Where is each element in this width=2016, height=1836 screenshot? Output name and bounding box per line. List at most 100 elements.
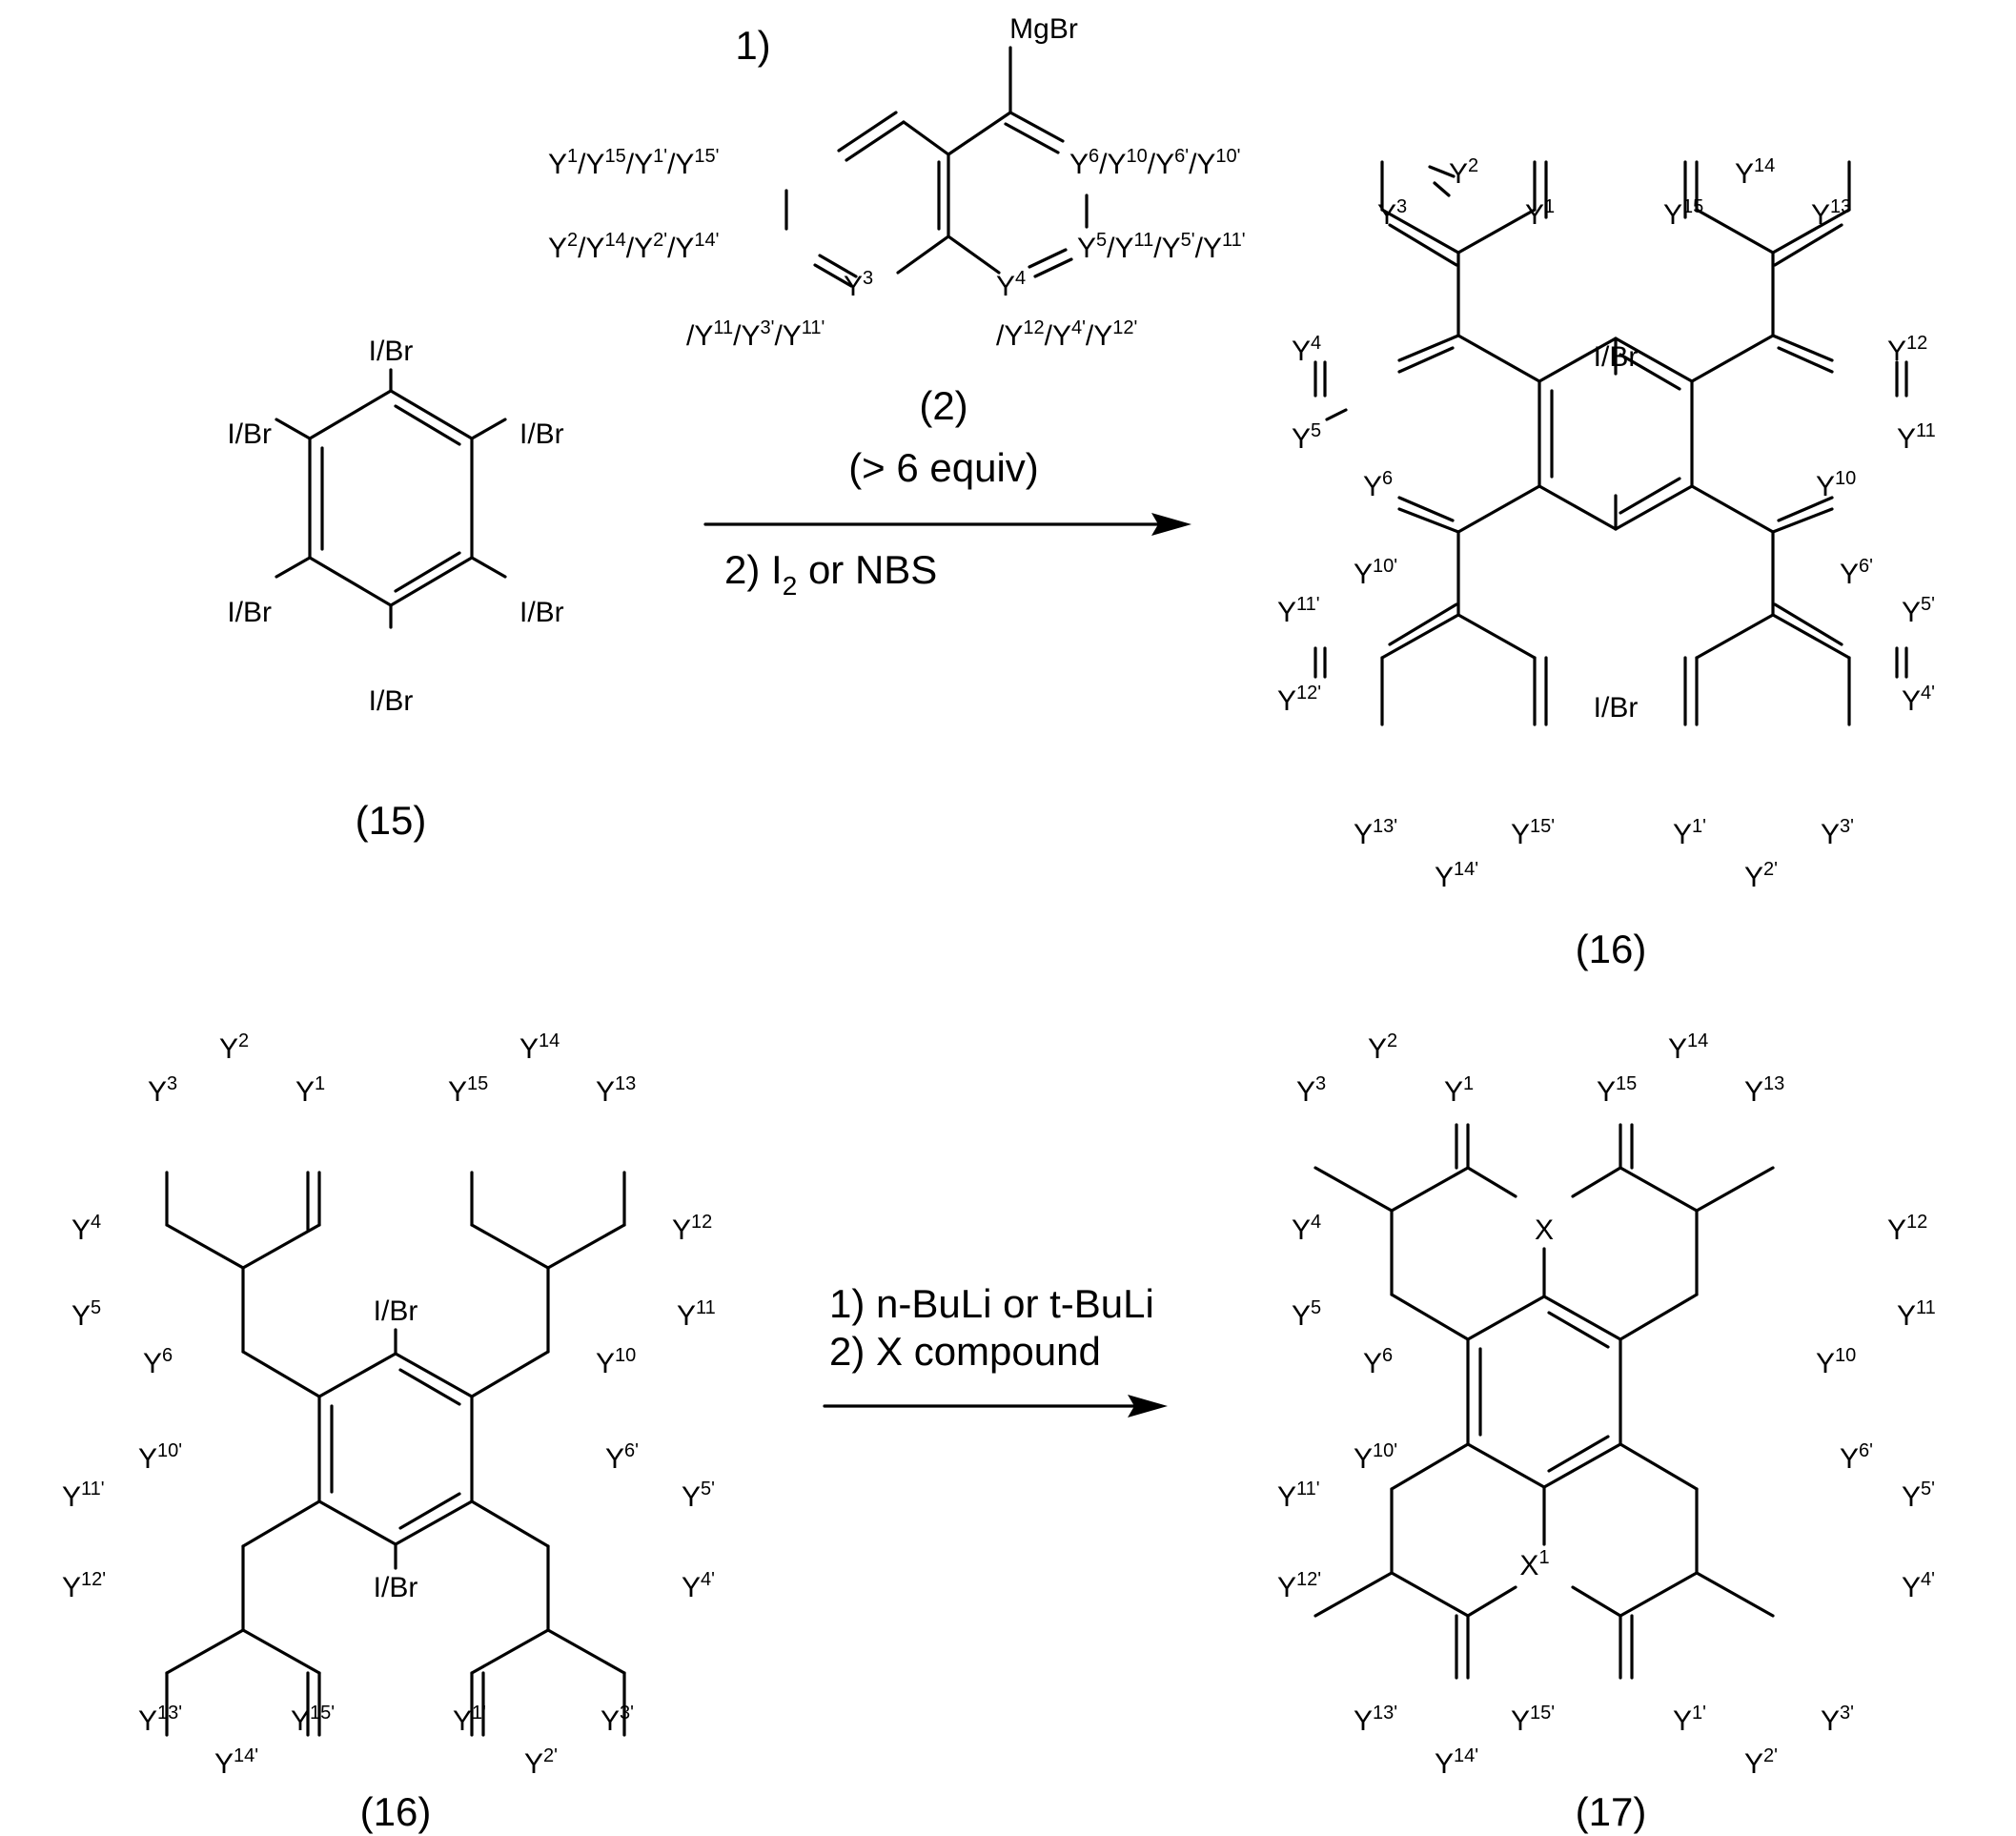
svg-text:Y4': Y4': [1902, 683, 1935, 717]
c17-x-bottom: X1: [1519, 1547, 1549, 1581]
svg-text:Y4: Y4: [1292, 1212, 1321, 1246]
svg-text:Y11': Y11': [62, 1479, 105, 1513]
compound-16-product: I/Br I/Br Y3 Y2 Y1 Y4 Y5 Y6 Y15 Y14 Y13 …: [1277, 155, 1936, 971]
svg-text:Y10': Y10': [1354, 1440, 1397, 1475]
compound-15-number: (15): [356, 798, 427, 843]
svg-text:Y6: Y6: [143, 1345, 173, 1379]
svg-text:Y10': Y10': [1354, 556, 1397, 590]
svg-text:Y2': Y2': [1744, 859, 1778, 893]
reagent-2-label-y4-alt: /Y12/Y4'/Y12': [996, 317, 1137, 352]
c16b-sub-top: I/Br: [374, 1295, 418, 1327]
svg-text:Y1: Y1: [1444, 1073, 1474, 1108]
svg-text:Y13': Y13': [138, 1703, 182, 1737]
reagent-2-equiv: (> 6 equiv): [848, 445, 1039, 490]
svg-text:Y4': Y4': [1902, 1569, 1935, 1603]
c15-sub-top: I/Br: [369, 336, 414, 367]
svg-text:Y10': Y10': [138, 1440, 182, 1475]
svg-text:Y1': Y1': [1673, 816, 1706, 850]
svg-text:Y5': Y5': [682, 1479, 715, 1513]
svg-text:Y11': Y11': [1277, 1479, 1320, 1513]
reagent-2-number: (2): [919, 383, 967, 428]
c17-y-labels: Y3 Y2 Y1 Y4 Y5 Y6 Y15 Y14 Y13 Y12 Y11 Y1…: [1277, 1030, 1936, 1780]
c16b-sub-bottom: I/Br: [374, 1572, 418, 1603]
c15-sub-bottom: I/Br: [369, 685, 414, 717]
c15-sub-lower-left: I/Br: [227, 597, 272, 628]
svg-text:Y13': Y13': [1354, 816, 1397, 850]
svg-text:Y10: Y10: [1816, 1345, 1856, 1379]
svg-text:Y5: Y5: [71, 1297, 101, 1332]
c16b-y-labels: Y3 Y2 Y1 Y4 Y5 Y6 Y15 Y14 Y13 Y12 Y11 Y1…: [62, 1030, 716, 1780]
c16-sub-top: I/Br: [1594, 341, 1639, 373]
compound-16-number-bottom: (16): [360, 1789, 432, 1834]
svg-text:Y14': Y14': [1435, 1745, 1478, 1780]
mgbr-label: MgBr: [1009, 13, 1078, 45]
svg-text:Y15: Y15: [1663, 196, 1703, 231]
compound-17-number: (17): [1576, 1789, 1647, 1834]
svg-text:Y11: Y11: [1897, 1297, 1936, 1332]
svg-text:Y11: Y11: [1897, 420, 1936, 455]
svg-text:Y13: Y13: [596, 1073, 636, 1108]
svg-text:Y12': Y12': [1277, 683, 1321, 717]
svg-text:Y2: Y2: [219, 1030, 249, 1065]
reagent-2-label-y2: Y2/Y14/Y2'/Y14': [548, 230, 720, 264]
compound-15-ring: [276, 370, 505, 627]
compound-16-bonds: [1315, 162, 1906, 724]
svg-text:Y3: Y3: [1296, 1073, 1326, 1108]
reagent-2: 1) MgBr Y1/Y15/Y1'/Y15' Y2: [548, 13, 1246, 490]
svg-text:Y15': Y15': [1511, 1703, 1555, 1737]
compound-16-bl-bonds: [167, 1173, 624, 1735]
svg-text:Y14: Y14: [1668, 1030, 1708, 1065]
svg-text:Y14: Y14: [519, 1030, 560, 1065]
step-1-label: 1): [735, 23, 770, 68]
c15-sub-upper-left: I/Br: [227, 418, 272, 450]
svg-text:Y2: Y2: [1449, 155, 1478, 190]
svg-text:Y13: Y13: [1811, 196, 1851, 231]
c16-sub-bottom: I/Br: [1594, 692, 1639, 724]
svg-text:Y1: Y1: [1525, 196, 1555, 231]
arrow-2-step-2: 2) X compound: [829, 1329, 1101, 1374]
reagent-2-bonds: [786, 48, 1087, 286]
svg-text:Y3': Y3': [1821, 816, 1854, 850]
svg-text:Y12': Y12': [62, 1569, 106, 1603]
svg-text:Y11: Y11: [677, 1297, 716, 1332]
compound-16-number-top: (16): [1576, 927, 1647, 971]
svg-text:Y12': Y12': [1277, 1569, 1321, 1603]
reagent-2-label-y4: Y4: [996, 268, 1026, 302]
svg-text:Y12: Y12: [672, 1212, 712, 1246]
svg-text:Y5': Y5': [1902, 594, 1935, 628]
compound-15: I/Br I/Br I/Br I/Br I/Br I/Br (15): [227, 336, 563, 843]
c15-sub-lower-right: I/Br: [519, 597, 564, 628]
svg-text:Y10: Y10: [1816, 468, 1856, 502]
svg-text:Y15': Y15': [1511, 816, 1555, 850]
svg-text:Y14': Y14': [214, 1745, 258, 1780]
svg-text:Y1: Y1: [295, 1073, 325, 1108]
svg-text:Y15': Y15': [291, 1703, 335, 1737]
svg-text:Y4: Y4: [71, 1212, 101, 1246]
reagent-2-label-y5: Y5/Y11/Y5'/Y11': [1077, 230, 1246, 264]
compound-16-starting: I/Br I/Br Y3 Y2 Y1 Y4 Y5 Y6 Y15 Y14 Y13 …: [62, 1030, 716, 1834]
arrow-2-step-1: 1) n-BuLi or t-BuLi: [829, 1281, 1154, 1326]
svg-text:Y2': Y2': [524, 1745, 558, 1780]
svg-text:Y5: Y5: [1292, 1297, 1321, 1332]
c15-sub-upper-right: I/Br: [519, 418, 564, 450]
reagent-2-label-y6: Y6/Y10/Y6'/Y10': [1069, 146, 1241, 180]
svg-text:Y13': Y13': [1354, 1703, 1397, 1737]
svg-text:Y15: Y15: [448, 1073, 488, 1108]
svg-text:Y10: Y10: [596, 1345, 636, 1379]
svg-text:Y4': Y4': [682, 1569, 715, 1603]
reagent-2-label-y3-alt: /Y11/Y3'/Y11': [686, 317, 825, 352]
svg-text:Y14': Y14': [1435, 859, 1478, 893]
svg-text:Y5': Y5': [1902, 1479, 1935, 1513]
reaction-arrow-2: 1) n-BuLi or t-BuLi 2) X compound: [825, 1281, 1168, 1418]
svg-text:Y6': Y6': [1840, 556, 1873, 590]
svg-text:Y6: Y6: [1363, 1345, 1393, 1379]
svg-text:Y3: Y3: [148, 1073, 177, 1108]
compound-17-bonds: [1315, 1125, 1773, 1678]
svg-text:Y3': Y3': [1821, 1703, 1854, 1737]
svg-text:Y13: Y13: [1744, 1073, 1784, 1108]
svg-text:Y6': Y6': [605, 1440, 639, 1475]
svg-text:Y3: Y3: [1377, 196, 1407, 231]
svg-text:Y1': Y1': [1673, 1703, 1706, 1737]
svg-text:Y1': Y1': [453, 1703, 486, 1737]
reagent-2-label-y1: Y1/Y15/Y1'/Y15': [548, 146, 720, 180]
